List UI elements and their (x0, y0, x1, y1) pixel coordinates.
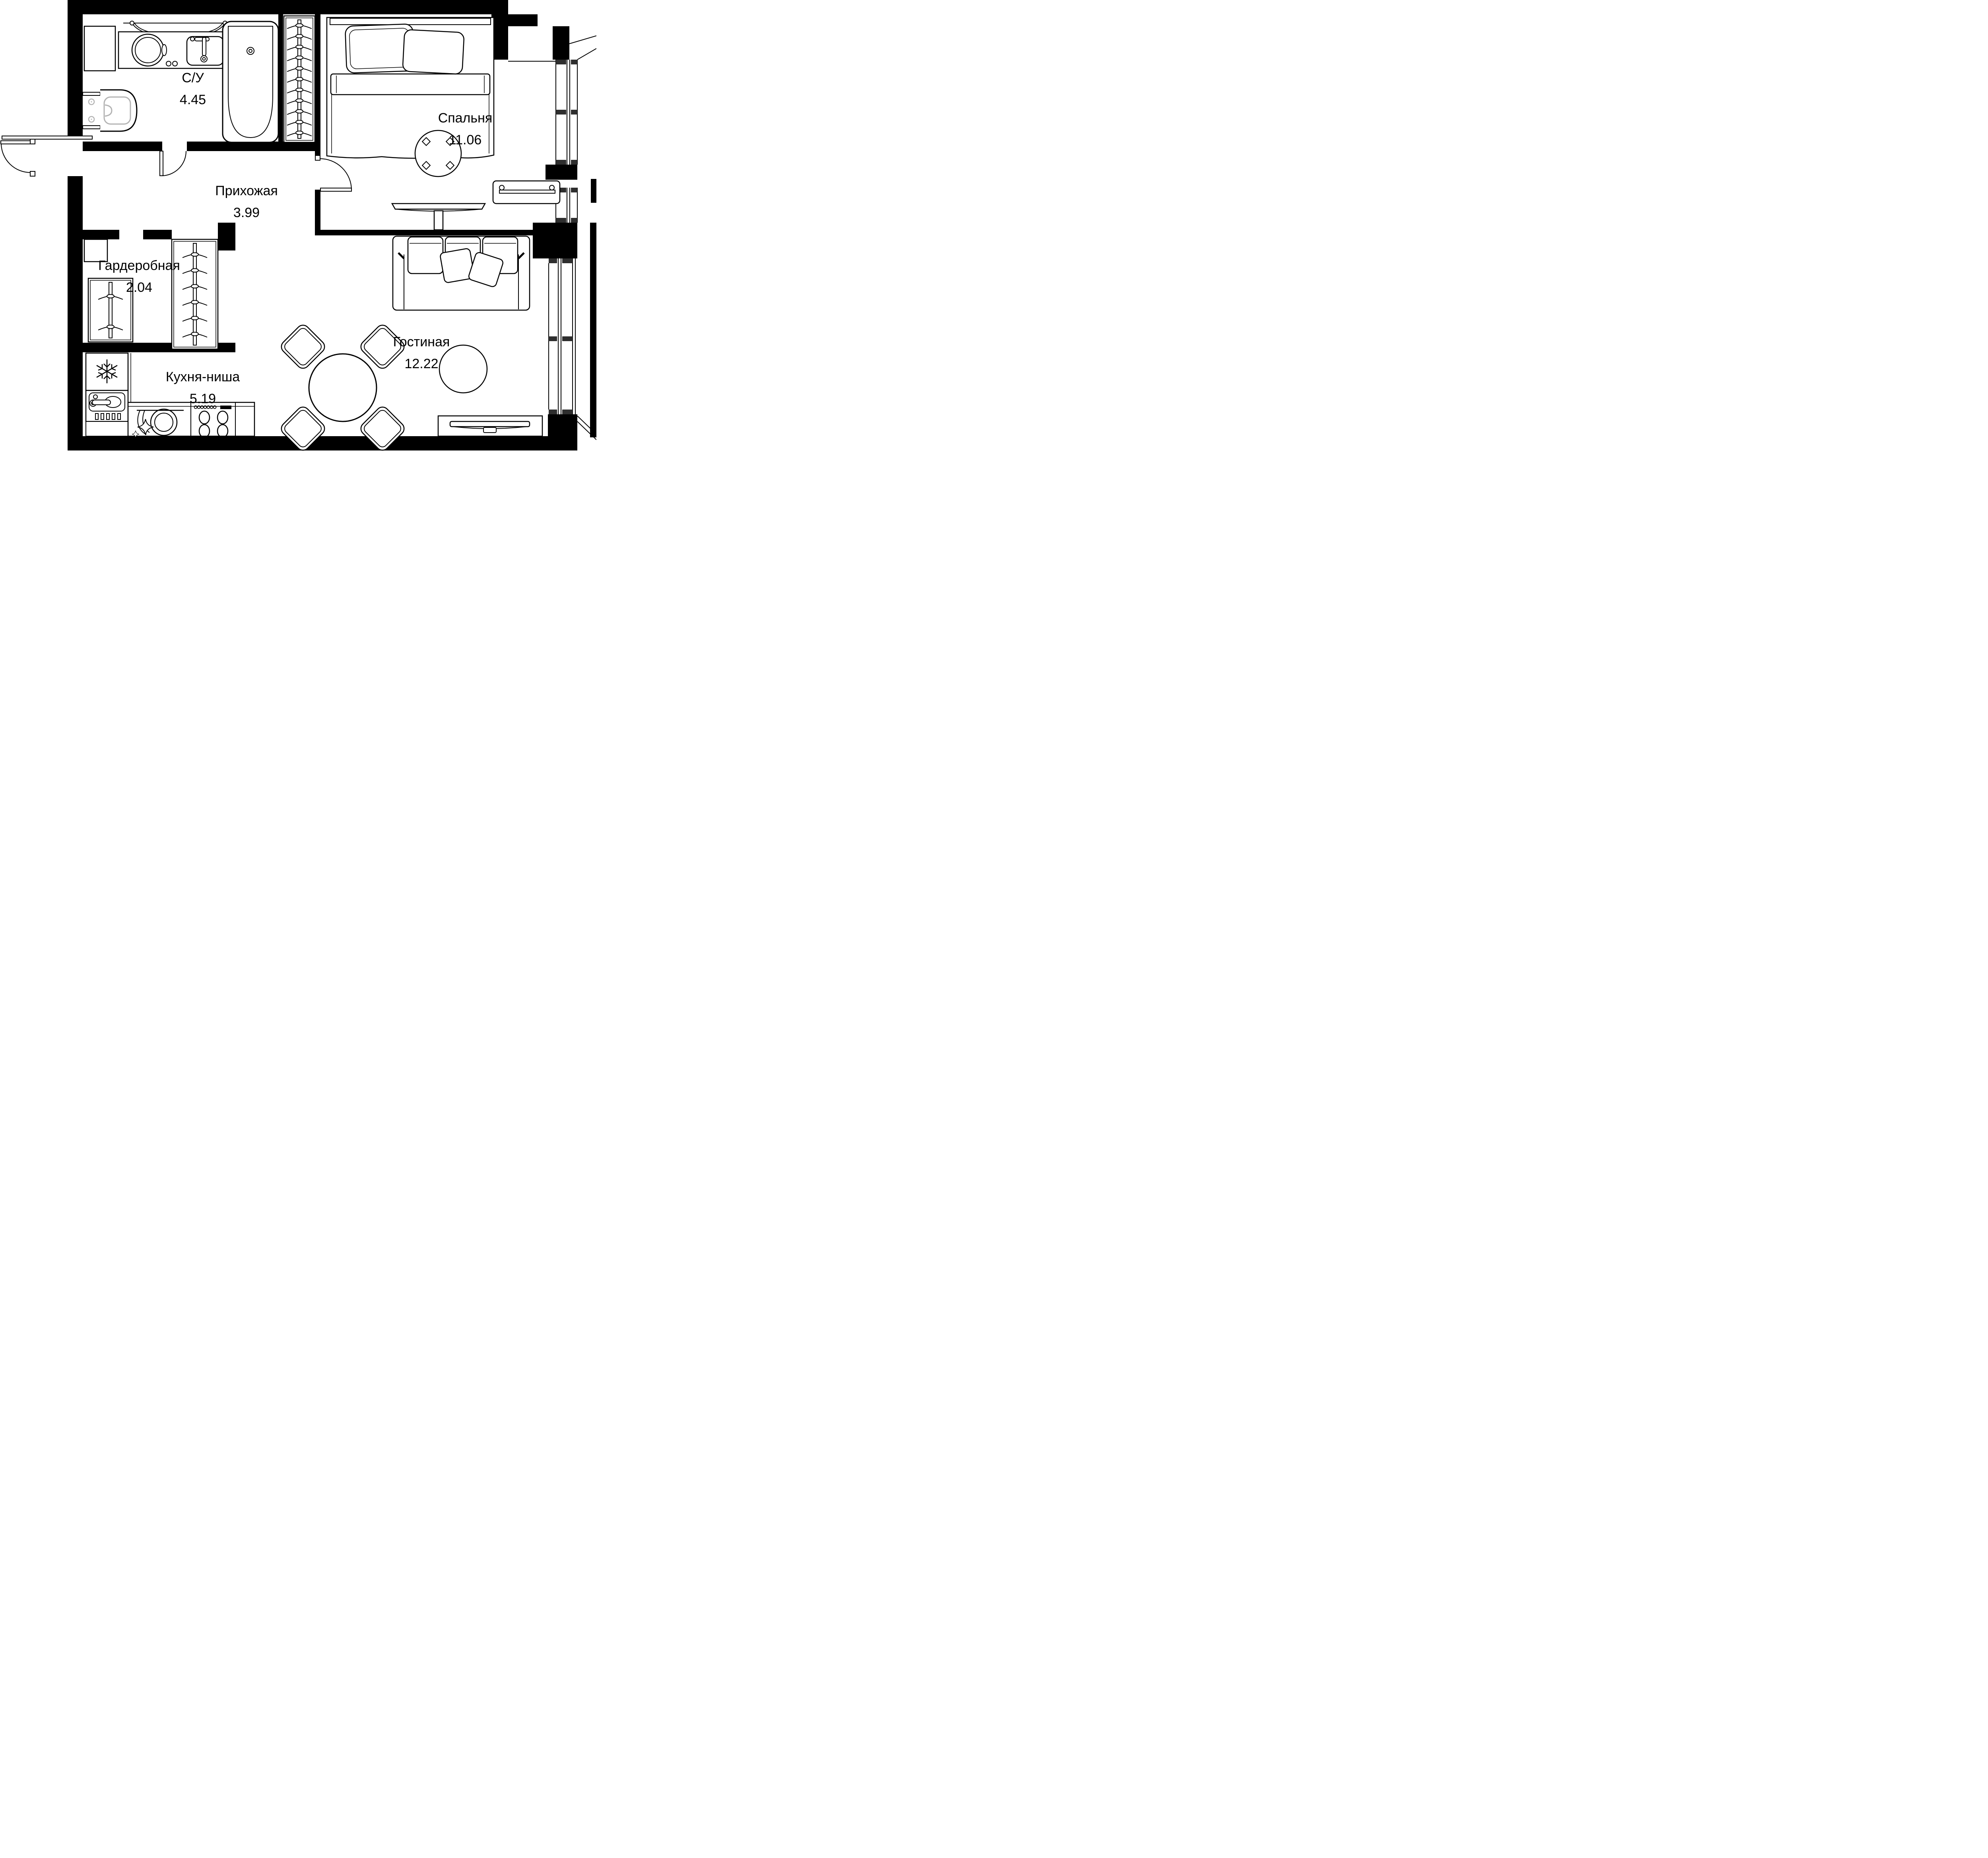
bathroom-door (159, 151, 186, 176)
room-name: Кухня-ниша (165, 369, 240, 384)
double-bed-icon (326, 17, 495, 159)
room-label-bathroom: С/У 4.45 (180, 67, 206, 111)
room-area: 5.19 (189, 391, 216, 406)
room-area: 11.06 (448, 132, 482, 148)
room-label-hallway: Прихожая 3.99 (215, 180, 278, 224)
bathtub-icon (222, 21, 279, 143)
round-side-table-icon (414, 130, 462, 177)
bathroom-sink-icon (186, 36, 224, 66)
round-dining-table-icon (308, 353, 377, 422)
blanket-icon (330, 73, 491, 95)
kitchen-sink-icon (85, 390, 129, 422)
room-name: Гардеробная (98, 258, 180, 273)
room-label-living: Гостиная 12.22 (393, 331, 450, 375)
bedroom-window (508, 60, 578, 165)
entrance-door (0, 136, 93, 177)
room-area: 4.45 (179, 92, 206, 107)
dresser-icon (492, 180, 561, 204)
wardrobe-rack-tall (171, 239, 219, 350)
console-desk-icon (391, 203, 486, 231)
room-area: 12.22 (404, 356, 439, 371)
throw-pillow-icon (468, 252, 504, 287)
room-label-bedroom: Спальня 11.06 (438, 107, 493, 151)
room-name: Гостиная (393, 334, 450, 349)
toilet-icon (82, 89, 138, 132)
bedroom-door (315, 155, 352, 192)
hall-closet-hanger-rack (283, 15, 316, 143)
room-area: 3.99 (233, 205, 260, 220)
room-area: 2.04 (126, 280, 153, 295)
floor-plan: С/У 4.45 Прихожая 3.99 Спальня 11.06 Гар… (0, 0, 596, 464)
living-room-window (548, 258, 576, 414)
sofa-icon (392, 235, 530, 311)
pouf-icon (439, 344, 488, 394)
balcony-lines (569, 35, 596, 440)
dishwasher-sparkle-icon (132, 408, 184, 438)
pillow-icon (402, 29, 464, 75)
room-label-kitchen: Кухня-ниша 5.19 (166, 366, 240, 410)
dining-set (278, 322, 408, 454)
room-label-wardrobe: Гардеробная 2.04 (98, 255, 180, 299)
shaft-niches (83, 25, 116, 262)
throw-pillow-icon (440, 248, 475, 283)
floor-plan-drawing (0, 0, 596, 454)
wardrobe-rack-small (87, 278, 134, 343)
kitchen-bottom-row (127, 402, 255, 438)
room-name: С/У (182, 70, 204, 85)
room-name: Спальня (438, 110, 493, 126)
room-name: Прихожая (215, 183, 278, 198)
snowflake-icon (96, 359, 118, 383)
washing-machine-icon (131, 33, 178, 67)
tv-stand-icon (437, 415, 543, 437)
stove-burners-icon (194, 405, 231, 438)
fridge-icon (85, 352, 129, 391)
tv-icon (449, 421, 530, 433)
washer-sink-counter (118, 31, 235, 69)
